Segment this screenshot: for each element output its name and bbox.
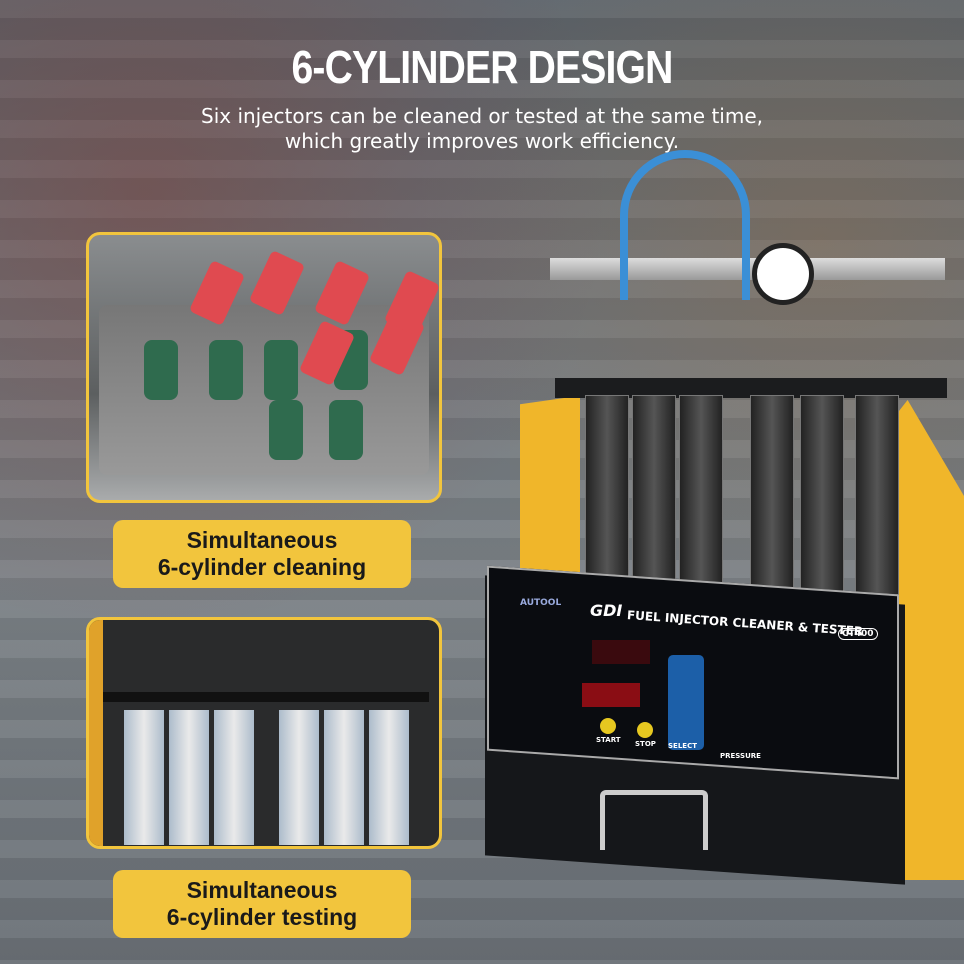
subtitle-line-2: which greatly improves work efficiency. bbox=[284, 129, 680, 153]
select-label: SELECT bbox=[668, 742, 697, 750]
start-button[interactable] bbox=[600, 718, 616, 734]
drawer-handle[interactable] bbox=[600, 790, 708, 850]
cleaning-photo bbox=[86, 232, 442, 503]
callout-line: 6-cylinder cleaning bbox=[157, 554, 367, 580]
pressure-gauge-icon bbox=[752, 243, 814, 305]
testing-photo bbox=[86, 617, 442, 849]
start-label: START bbox=[596, 736, 621, 744]
subtitle-line-1: Six injectors can be cleaned or tested a… bbox=[201, 104, 763, 128]
fuel-hose bbox=[620, 150, 750, 300]
callout-line: Simultaneous bbox=[186, 877, 338, 903]
gdi-label: GDI bbox=[590, 601, 623, 620]
callout-line: Simultaneous bbox=[186, 527, 338, 553]
select-panel bbox=[668, 655, 704, 750]
stop-label: STOP bbox=[635, 740, 656, 748]
page-title: 6-CYLINDER DESIGN bbox=[291, 41, 674, 93]
time-display bbox=[582, 683, 640, 707]
subtitle: Six injectors can be cleaned or tested a… bbox=[0, 104, 964, 154]
model-badge: CT400 bbox=[838, 628, 878, 640]
stop-button[interactable] bbox=[637, 722, 653, 738]
brand-logo: AUTOOL bbox=[520, 598, 562, 608]
callout-line: 6-cylinder testing bbox=[166, 904, 358, 930]
pressure-label: PRESSURE bbox=[720, 752, 761, 760]
pulse-display bbox=[592, 640, 650, 664]
